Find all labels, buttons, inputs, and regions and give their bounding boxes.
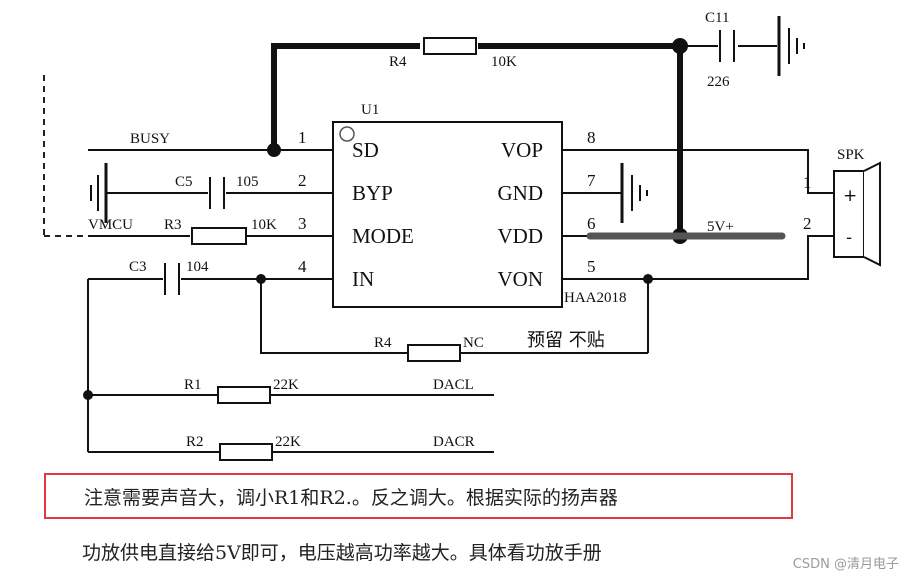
net-label-dacr: DACR — [433, 434, 475, 450]
pin-number-4: 4 — [298, 257, 307, 276]
r4-top-ref: R4 — [389, 54, 407, 70]
speaker-cone — [863, 161, 881, 267]
r3-value: 10K — [251, 217, 277, 233]
highlighted-note: 注意需要声音大，调小R1和R2.。反之调大。根据实际的扬声器 — [44, 473, 793, 519]
r4-bottom-ref: R4 — [374, 335, 392, 351]
net-label-vmcu: VMCU — [88, 217, 133, 233]
input-network-wires — [87, 278, 649, 453]
r3-ref: R3 — [164, 217, 182, 233]
net-label-5v: 5V+ — [707, 219, 734, 235]
watermark: CSDN @清月电子 — [792, 557, 899, 572]
r2-ref: R2 — [186, 434, 204, 450]
resistor-r4-bottom — [407, 344, 461, 362]
speaker-pin1: 1 — [803, 173, 812, 192]
power-note: 功放供电直接给5V即可，电压越高功率越大。具体看功放手册 — [82, 542, 602, 564]
highlighted-note-text: 注意需要声音大，调小R1和R2.。反之调大。根据实际的扬声器 — [84, 486, 618, 509]
feedback-network — [271, 43, 777, 150]
pin-name-gnd: GND — [498, 181, 544, 205]
dashed-boundary — [43, 75, 88, 237]
c5-ref: C5 — [175, 174, 193, 190]
pin-number-6: 6 — [587, 214, 596, 233]
pin-number-5: 5 — [587, 257, 596, 276]
pin-name-von: VON — [498, 267, 544, 291]
pin1-marker — [339, 126, 355, 142]
speaker-plus: + — [843, 186, 857, 206]
pin-number-8: 8 — [587, 128, 596, 147]
c3-value: 104 — [186, 259, 209, 275]
r4-top-value: 10K — [491, 54, 517, 70]
junction-dot — [256, 274, 266, 284]
r4-bottom-note: 预留 不贴 — [527, 330, 605, 351]
resistor-r3 — [191, 227, 247, 245]
right-pin-wires — [562, 149, 834, 280]
pin-name-vop: VOP — [501, 138, 543, 162]
resistor-r4-top — [423, 37, 477, 55]
capacitor-c11 — [719, 30, 735, 62]
pin-name-byp: BYP — [352, 181, 393, 205]
r1-value: 22K — [273, 377, 299, 393]
pin-number-1: 1 — [298, 128, 307, 147]
left-pin-wires — [88, 149, 333, 237]
pin-number-2: 2 — [298, 171, 307, 190]
r1-ref: R1 — [184, 377, 202, 393]
capacitor-c5 — [209, 177, 225, 209]
net-label-dacl: DACL — [433, 377, 474, 393]
r4-bottom-value: NC — [463, 335, 484, 351]
ground-symbol-pin7 — [620, 163, 648, 223]
ic-ref: U1 — [361, 102, 379, 118]
junction-dot — [267, 143, 281, 157]
junction-dot — [672, 38, 688, 54]
pin-name-sd: SD — [352, 138, 379, 162]
pin-name-vdd: VDD — [498, 224, 544, 248]
pin-name-mode: MODE — [352, 224, 414, 248]
speaker-pin2: 2 — [803, 214, 812, 233]
resistor-r1 — [217, 386, 271, 404]
ic-part-number: HAA2018 — [564, 290, 627, 306]
pin-number-3: 3 — [298, 214, 307, 233]
c5-value: 105 — [236, 174, 259, 190]
capacitor-c3 — [164, 263, 180, 295]
resistor-r2 — [219, 443, 273, 461]
ground-symbol-c5 — [90, 163, 108, 223]
pin-number-7: 7 — [587, 171, 596, 190]
junction-dot — [83, 390, 93, 400]
c11-value: 226 — [707, 74, 730, 90]
net-label-busy: BUSY — [130, 131, 170, 147]
ic-u1-body — [332, 121, 563, 308]
speaker-minus: - — [846, 228, 852, 248]
r2-value: 22K — [275, 434, 301, 450]
c11-ref: C11 — [705, 10, 729, 26]
c3-ref: C3 — [129, 259, 147, 275]
speaker-ref: SPK — [837, 147, 865, 163]
ground-symbol-c11 — [777, 16, 805, 76]
pin-name-in: IN — [352, 267, 374, 291]
